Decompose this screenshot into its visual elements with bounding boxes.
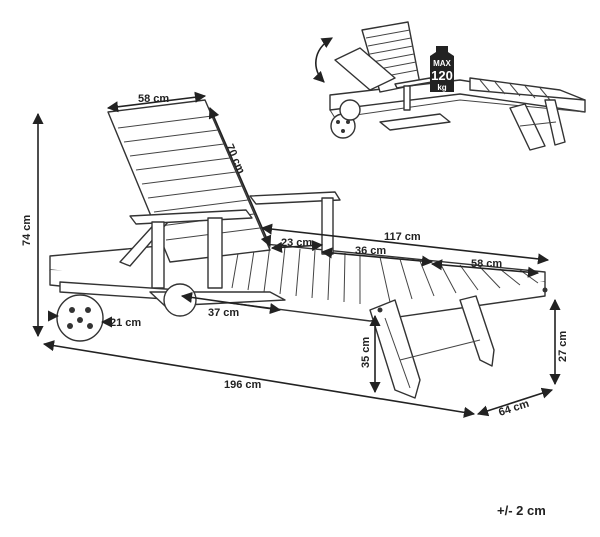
label-section-2: 36 cm <box>355 245 386 257</box>
label-section-1: 23 cm <box>281 237 312 249</box>
label-seat-length: 117 cm <box>384 231 421 243</box>
max-load-badge: MAX 120 kg <box>430 46 454 92</box>
dimension-lines <box>32 91 561 418</box>
label-section-3: 58 cm <box>471 258 502 270</box>
max-load-unit: kg <box>437 83 446 92</box>
tolerance-note: +/- 2 cm <box>497 503 546 518</box>
inset-illustration: MAX 120 kg <box>312 21 586 151</box>
label-seat-height: 35 cm <box>360 337 372 368</box>
wheel-icon <box>56 294 104 342</box>
recline-arrow-icon <box>312 37 333 83</box>
max-load-value: 120 <box>431 68 453 83</box>
backrest <box>107 99 271 263</box>
label-armrest-frame: 37 cm <box>208 307 239 319</box>
label-total-height: 74 cm <box>21 215 33 246</box>
label-total-width: 64 cm <box>497 398 531 419</box>
label-wheel-diameter: 21 cm <box>110 317 141 329</box>
label-foot-height: 27 cm <box>557 331 569 362</box>
label-total-length: 196 cm <box>224 379 262 391</box>
label-backrest-width: 58 cm <box>138 93 169 105</box>
main-illustration <box>49 99 548 399</box>
max-load-label: MAX <box>433 59 451 68</box>
